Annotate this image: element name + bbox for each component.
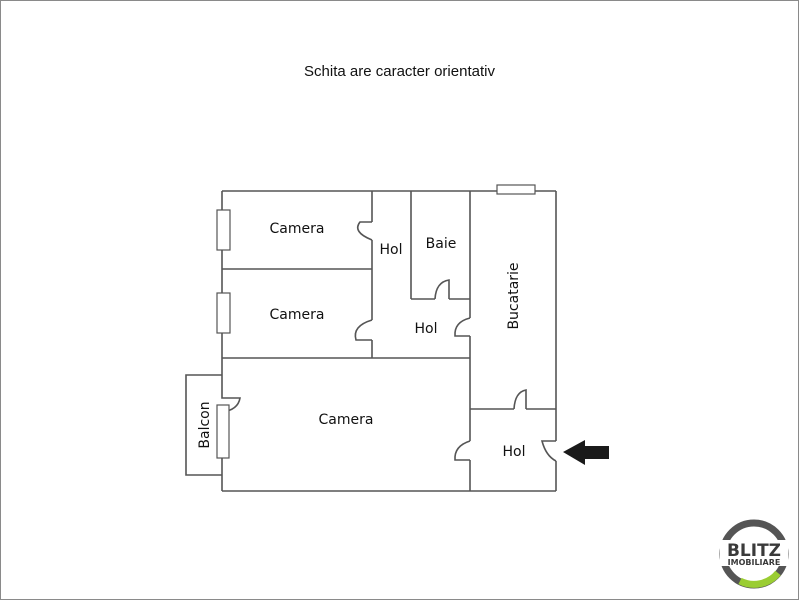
room-label-balcon: Balcon (197, 401, 213, 448)
door-entrance (540, 440, 557, 462)
balcony (185, 374, 222, 476)
window-camera-3 (216, 404, 230, 459)
arrow-left-icon (563, 440, 609, 465)
doors (221, 221, 557, 462)
door-hol-bucatarie (513, 389, 527, 410)
room-label-camera-2: Camera (270, 307, 325, 323)
logo-line1: BLITZ (727, 541, 781, 561)
window-bucatarie (496, 184, 536, 195)
disclaimer-caption: Schita are caracter orientativ (304, 63, 495, 80)
door-bucatarie (454, 317, 471, 337)
windows (216, 184, 536, 459)
logo-line2: IMOBILIARE (728, 558, 781, 567)
room-label-bucatarie: Bucatarie (506, 262, 522, 329)
blitz-logo: BLITZ IMOBILIARE (719, 519, 789, 589)
room-label-hol-2: Hol (415, 321, 438, 337)
door-camera-2 (354, 319, 373, 341)
room-label-hol-1: Hol (380, 242, 403, 258)
room-label-camera-3: Camera (319, 412, 374, 428)
door-baie (434, 279, 450, 300)
door-camera-1 (356, 221, 373, 241)
room-label-camera-1: Camera (270, 221, 325, 237)
room-label-hol-3: Hol (503, 444, 526, 460)
interior-walls (222, 191, 556, 491)
window-camera-1 (216, 209, 231, 251)
room-label-baie: Baie (426, 236, 457, 252)
window-camera-2 (216, 292, 231, 334)
door-camera-3 (454, 440, 471, 461)
